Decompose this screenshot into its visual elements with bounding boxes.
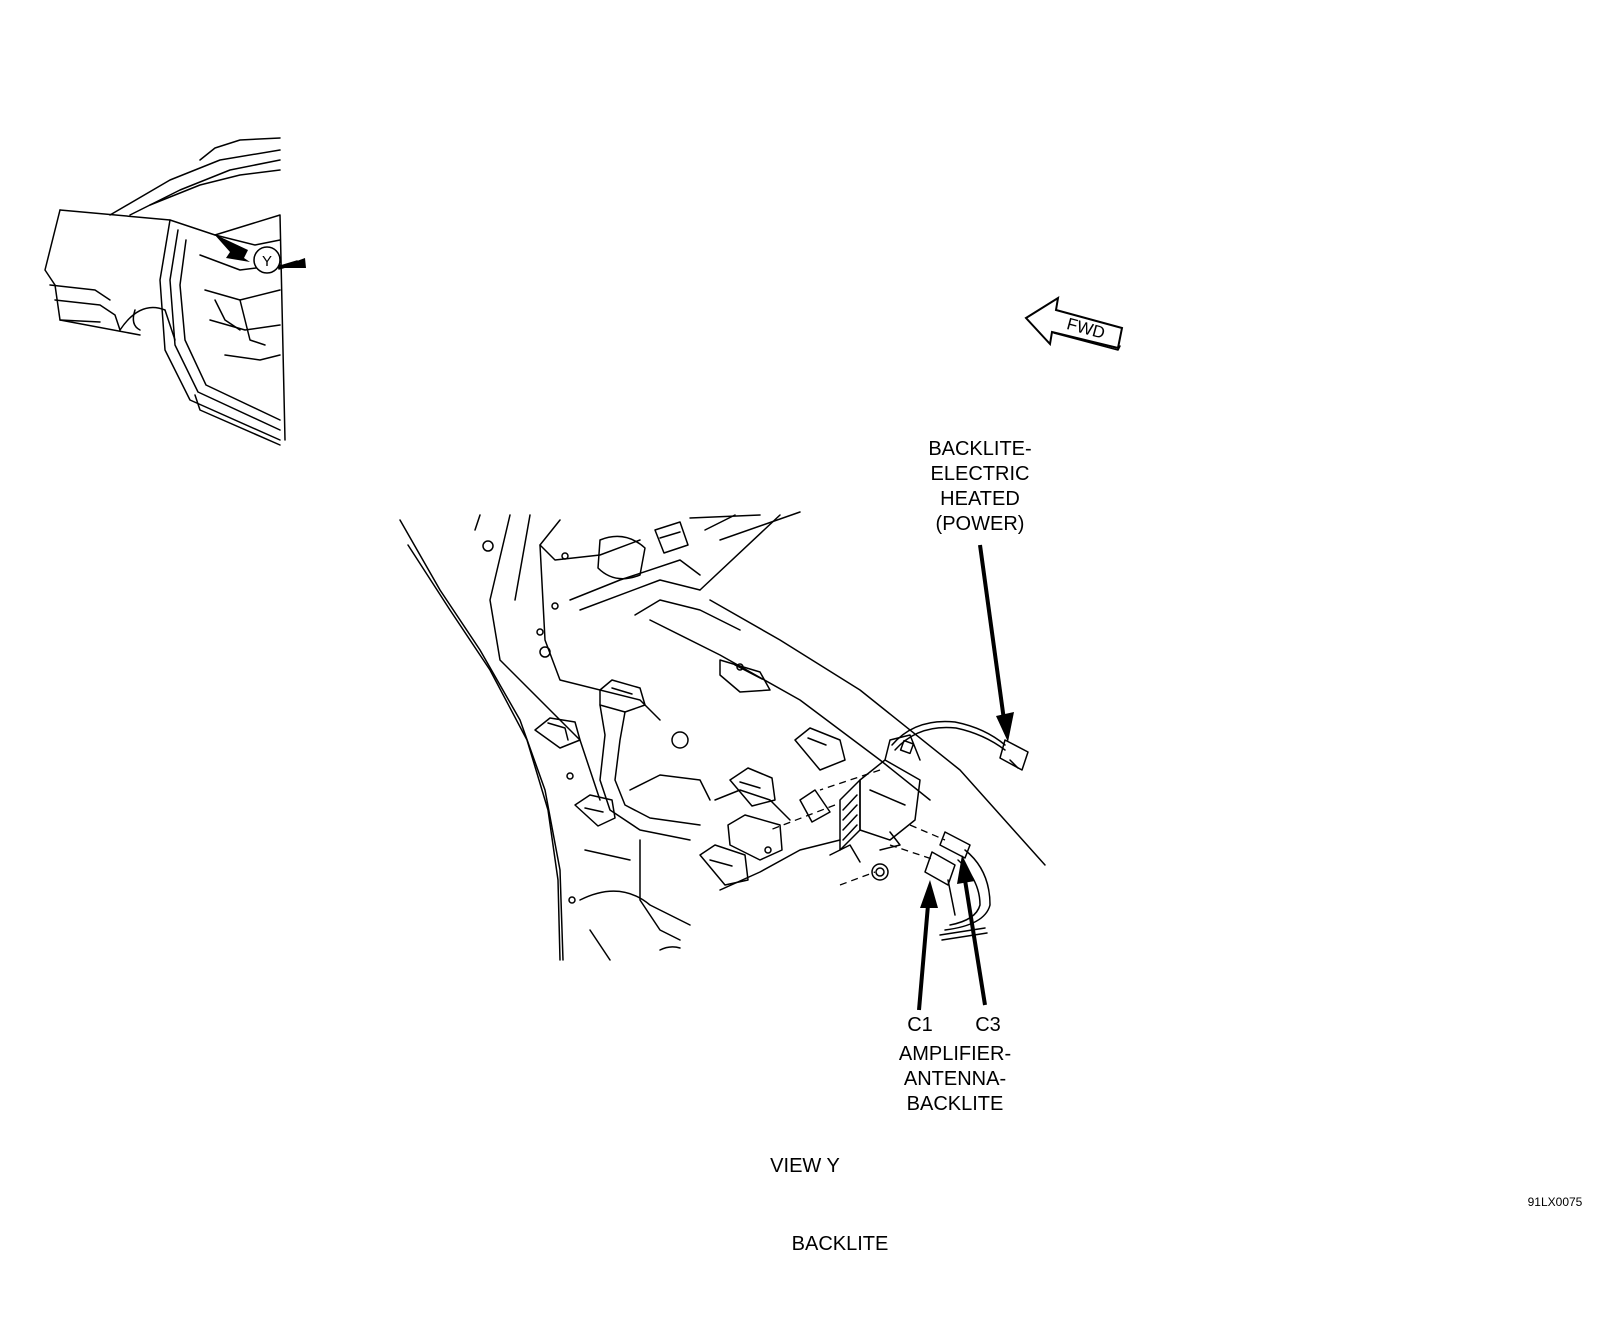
- c3-label: C3: [975, 1014, 1001, 1036]
- c1-label: C1: [907, 1014, 933, 1036]
- amplifier-label-line-1: AMPLIFIER-: [898, 1043, 1012, 1065]
- power-label-line-3: HEATED: [940, 488, 1020, 510]
- power-connector-label: BACKLITE- ELECTRIC HEATED (POWER): [910, 437, 1050, 537]
- fwd-arrow-icon: [1024, 295, 1124, 351]
- view-arrow-left: [214, 234, 250, 262]
- power-label-line-2: ELECTRIC: [930, 463, 1030, 485]
- view-label: VIEW Y: [770, 1155, 840, 1177]
- power-label-line-4: (POWER): [935, 513, 1025, 535]
- amplifier-label-line-3: BACKLITE: [906, 1093, 1004, 1115]
- view-callout-circle: [253, 246, 281, 274]
- view-callout-letter: Y: [262, 253, 272, 270]
- amplifier-label-line-2: ANTENNA-: [903, 1068, 1007, 1090]
- figure-id: 91LX0075: [1527, 1195, 1583, 1209]
- backlite-panel-illustration: [399, 511, 1046, 961]
- vehicle-inset-illustration: [44, 137, 306, 446]
- amplifier-label: AMPLIFIER- ANTENNA- BACKLITE: [880, 1042, 1030, 1117]
- power-label-line-1: BACKLITE-: [928, 438, 1032, 460]
- c3-leader-arrow: [957, 855, 987, 1006]
- figure-caption: BACKLITE: [791, 1233, 889, 1255]
- power-leader-arrow: [978, 544, 1014, 742]
- c1-leader-arrow: [917, 880, 938, 1011]
